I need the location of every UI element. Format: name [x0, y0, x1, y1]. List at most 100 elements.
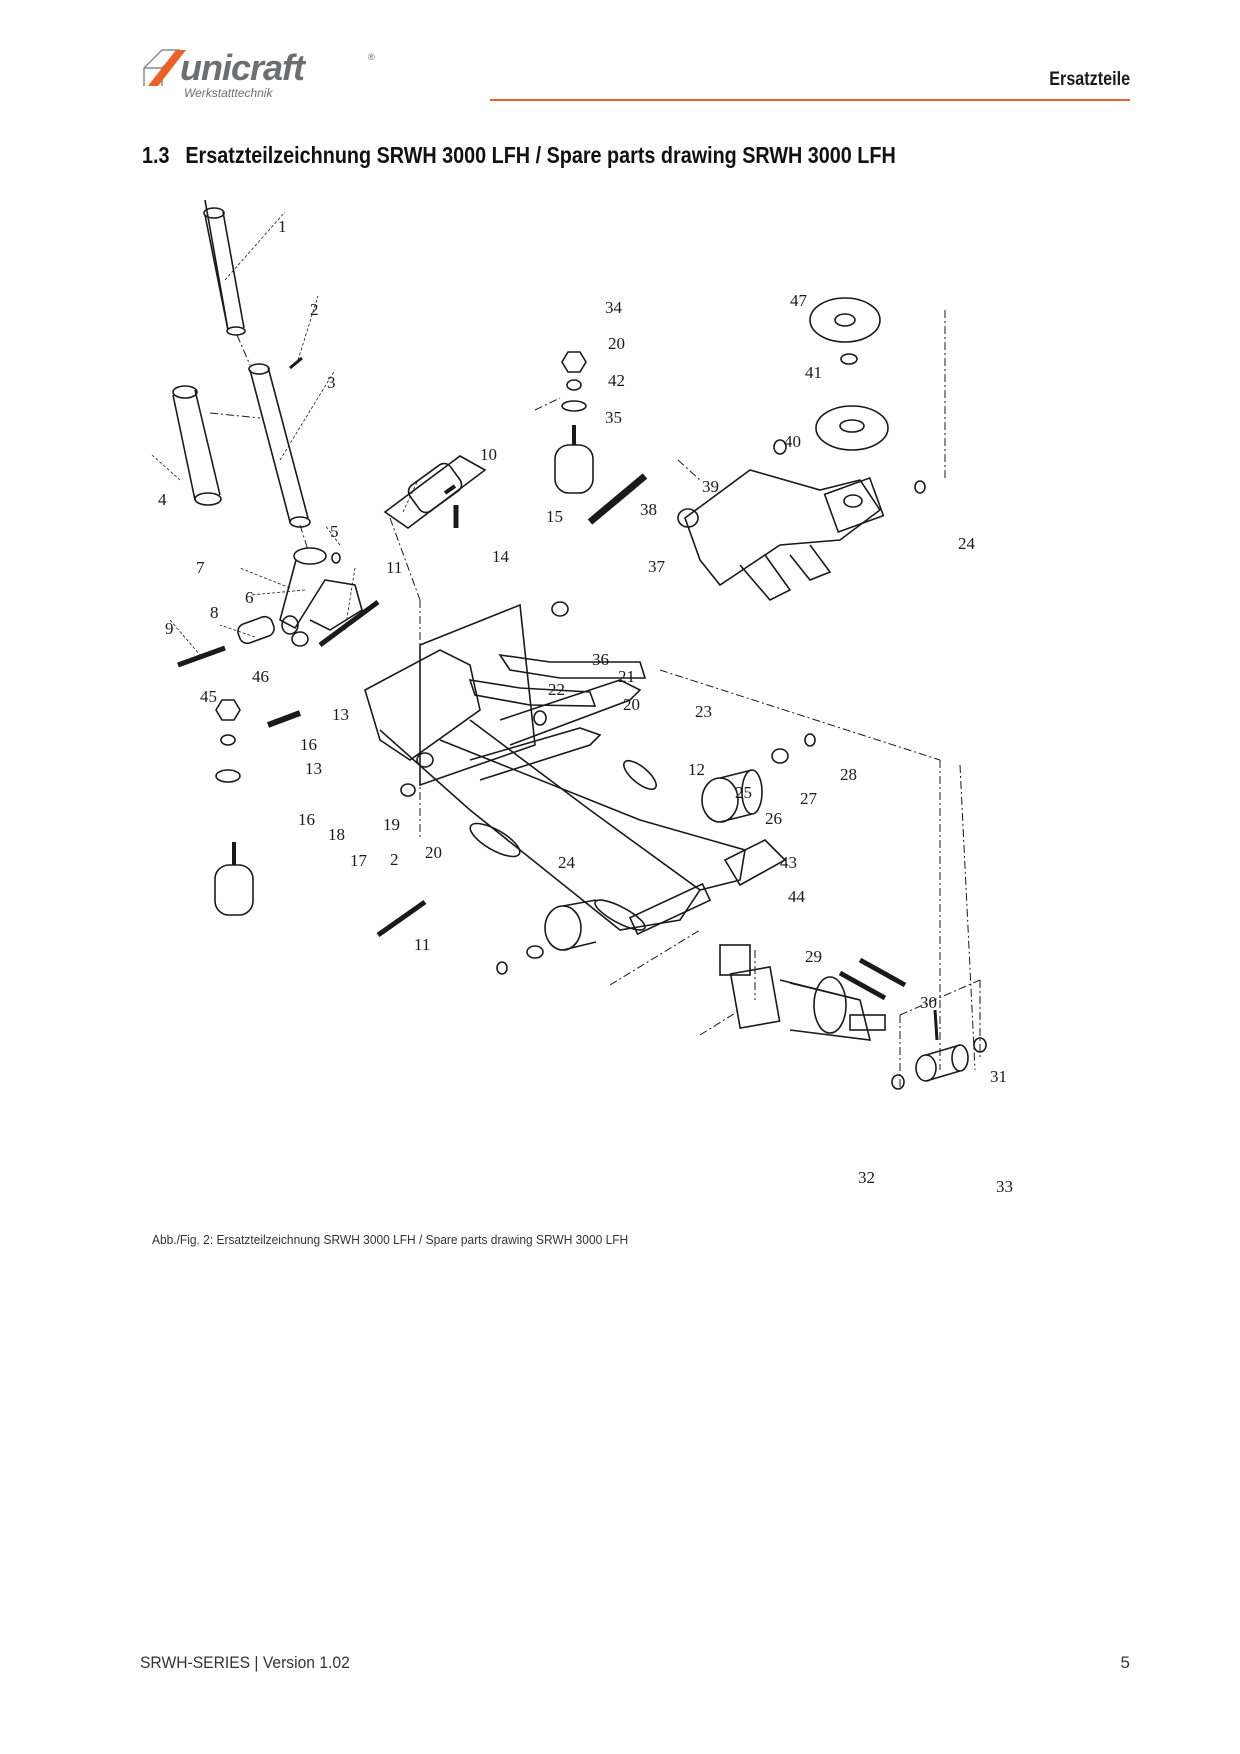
callout-14: 14: [492, 547, 510, 566]
part-piston-head: [915, 1044, 969, 1082]
part-rear-roller: [544, 899, 597, 951]
callout-41: 41: [805, 363, 822, 382]
callout-24b: 24: [958, 534, 976, 553]
part-washer: [561, 400, 587, 412]
part-lift-arm: [677, 469, 885, 601]
part-nut: [215, 699, 241, 721]
callout-2: 2: [310, 300, 319, 319]
callout-38: 38: [640, 500, 657, 519]
callout-39: 39: [702, 477, 719, 496]
part-rod: [376, 899, 427, 938]
part-rear-roller: [701, 769, 763, 823]
part-pin: [933, 1009, 939, 1041]
callout-18: 18: [328, 825, 345, 844]
section-label: Ersatzteile: [1049, 69, 1130, 90]
part-o-ring: [773, 439, 787, 455]
logo-brand-name: unicraft: [180, 47, 305, 88]
part-pump-bracket: [723, 839, 787, 887]
callout-7: 7: [196, 558, 205, 577]
part-washer: [400, 783, 416, 797]
part-rod: [318, 599, 380, 648]
part-spring: [858, 957, 907, 988]
part-handle-socket: [279, 547, 363, 635]
brand-logo: unicraft ® Werkstatttechnik: [140, 46, 380, 106]
part-washer: [526, 945, 544, 959]
part-bushing: [237, 615, 275, 645]
callout-28: 28: [840, 765, 857, 784]
part-circlip: [891, 1074, 905, 1090]
callout-42: 42: [608, 371, 625, 390]
callout-19: 19: [383, 815, 400, 834]
part-nut: [561, 351, 587, 373]
callout-17: 17: [350, 851, 368, 870]
callout-15: 15: [546, 507, 563, 526]
header-divider: [490, 99, 1130, 101]
callout-16: 16: [300, 735, 317, 754]
callout-9: 9: [165, 619, 174, 638]
callout-43: 43: [780, 853, 797, 872]
footer-page-number: 5: [1120, 1653, 1130, 1672]
figure-caption: Abb./Fig. 2: Ersatzteilzeichnung SRWH 30…: [152, 1232, 629, 1247]
callout-25: 25: [735, 783, 752, 802]
part-circlip: [496, 961, 508, 975]
part-bolt: [289, 356, 303, 370]
part-spring: [838, 970, 887, 1001]
callout-32: 32: [858, 1168, 875, 1187]
part-sleeve: [172, 385, 222, 506]
callout-30: 30: [920, 993, 937, 1012]
part-o-ring: [914, 480, 926, 494]
part-washer: [291, 631, 309, 647]
callout-31: 31: [990, 1067, 1007, 1086]
spare-parts-drawing: 1 2 3 4 5 6 7 8 9 10 11 11 12 13 13 14 1…: [140, 199, 1140, 1220]
logo-tagline: Werkstatttechnik: [184, 86, 273, 100]
part-pin: [587, 473, 648, 525]
section-title: Ersatzteilzeichnung SRWH 3000 LFH / Spar…: [185, 142, 896, 168]
callout-45: 45: [200, 687, 217, 706]
callout-1: 1: [278, 217, 287, 236]
part-handle-upper: [203, 199, 246, 336]
callout-11b: 11: [414, 935, 430, 954]
callout-27: 27: [800, 789, 818, 808]
part-saddle-base: [815, 405, 889, 451]
callout-20b: 20: [608, 334, 625, 353]
callout-34: 34: [605, 298, 623, 317]
part-caster-wheel: [214, 842, 254, 916]
callout-13b: 13: [305, 759, 322, 778]
part-washer: [220, 734, 236, 746]
part-link-arm: [498, 653, 647, 679]
callout-labels: 1 2 3 4 5 6 7 8 9 10 11 11 12 13 13 14 1…: [158, 217, 1013, 1196]
part-saddle-screw: [840, 353, 858, 365]
callout-22: 22: [548, 680, 565, 699]
part-saddle-plate: [383, 455, 487, 529]
part-main-frame: [364, 603, 746, 936]
part-washer: [533, 710, 547, 726]
callout-10: 10: [480, 445, 497, 464]
part-saddle-pad: [809, 297, 881, 343]
page-title: 1.3 Ersatzteilzeichnung SRWH 3000 LFH / …: [142, 142, 896, 169]
part-caster-wheel: [554, 425, 594, 494]
part-handle-lower: [248, 363, 311, 528]
callout-36: 36: [592, 650, 609, 669]
callout-47: 47: [790, 291, 808, 310]
part-washer: [551, 601, 569, 617]
callout-11: 11: [386, 558, 402, 577]
logo-mark-icon: [143, 49, 186, 86]
callout-6: 6: [245, 588, 254, 607]
callout-4: 4: [158, 490, 167, 509]
part-nut: [416, 752, 434, 768]
callout-44: 44: [788, 887, 806, 906]
callout-16b: 16: [298, 810, 315, 829]
part-hydraulic-unit: [719, 944, 886, 1041]
callout-21: 21: [618, 667, 635, 686]
part-pin: [177, 645, 226, 668]
assembly-lines: [209, 310, 981, 1090]
callout-37: 37: [648, 557, 666, 576]
part-link-arm: [468, 679, 597, 707]
callout-29: 29: [805, 947, 822, 966]
exploded-view-svg: 1 2 3 4 5 6 7 8 9 10 11 11 12 13 13 14 1…: [151, 199, 1013, 1196]
callout-46: 46: [252, 667, 269, 686]
callout-20: 20: [425, 843, 442, 862]
callout-13: 13: [332, 705, 349, 724]
callout-40: 40: [784, 432, 801, 451]
part-bolt: [266, 710, 302, 728]
